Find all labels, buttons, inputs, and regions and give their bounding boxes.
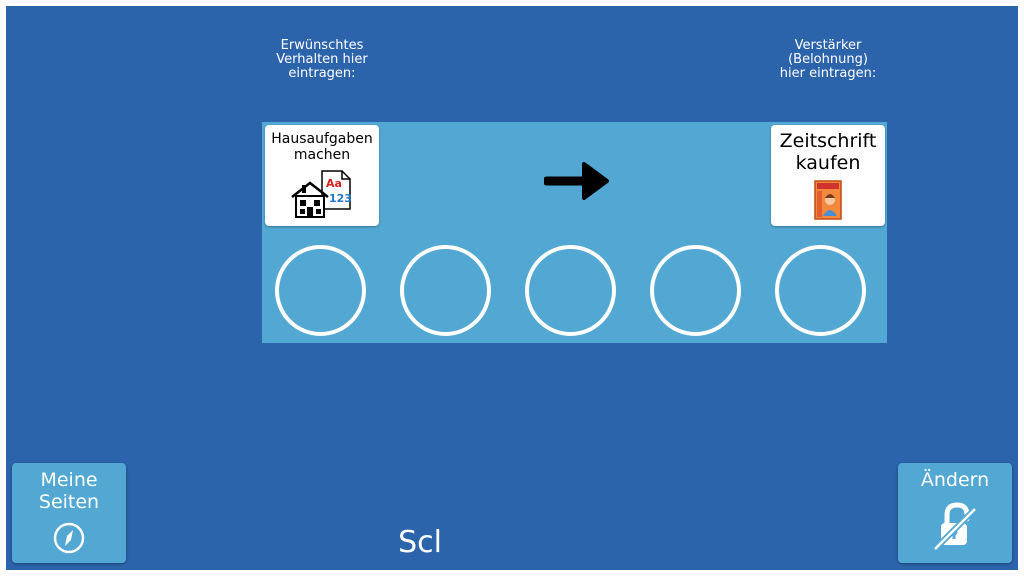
svg-text:Aa: Aa <box>326 177 342 190</box>
token-slot-1[interactable] <box>275 245 366 336</box>
unlocked-padlock-icon <box>932 502 978 551</box>
reward-card[interactable]: Zeitschrift kaufen <box>771 125 885 226</box>
svg-text:123: 123 <box>329 192 352 205</box>
token-slot-4[interactable] <box>650 245 741 336</box>
token-board: Hausaufgaben machen Aa 123 <box>262 122 887 343</box>
behavior-card[interactable]: Hausaufgaben machen Aa 123 <box>265 125 379 226</box>
token-slot-5[interactable] <box>775 245 866 336</box>
edit-label: Ändern <box>920 469 990 491</box>
edit-button[interactable]: Ändern <box>898 463 1012 563</box>
compass-icon <box>53 522 85 554</box>
reward-card-label: Zeitschrift kaufen <box>779 130 877 174</box>
page-name: Scl <box>398 525 442 560</box>
behavior-card-label: Hausaufgaben machen <box>271 131 373 163</box>
behavior-hint: Erwünschtes Verhalten hier eintragen: <box>276 38 368 81</box>
token-slot-3[interactable] <box>525 245 616 336</box>
app-screen: Erwünschtes Verhalten hier eintragen: Ve… <box>6 6 1018 570</box>
my-pages-label: Meine Seiten <box>38 469 100 513</box>
token-slot-2[interactable] <box>400 245 491 336</box>
magazine-icon <box>814 180 842 220</box>
arrow-right-icon <box>544 162 609 200</box>
my-pages-button[interactable]: Meine Seiten <box>12 463 126 563</box>
reward-hint: Verstärker (Belohnung) hier eintragen: <box>779 38 877 81</box>
homework-house-icon: Aa 123 <box>291 170 352 218</box>
